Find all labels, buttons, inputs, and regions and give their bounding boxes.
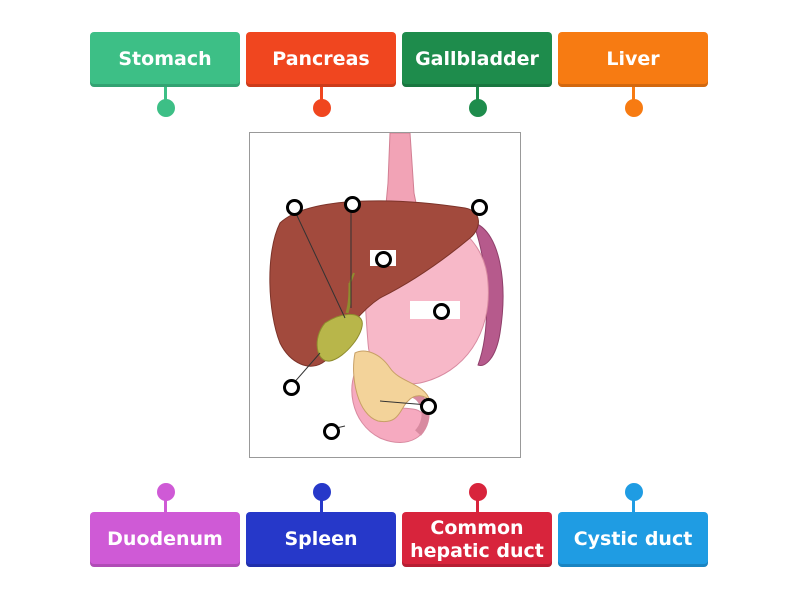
drop-target-hepatic-duct[interactable] [344, 196, 361, 213]
label-text: Stomach [118, 48, 212, 71]
label-cystic-duct[interactable]: Cystic duct [558, 512, 708, 567]
label-pin-dot[interactable] [157, 99, 175, 117]
label-text: Liver [606, 48, 660, 71]
label-stomach[interactable]: Stomach [90, 32, 240, 87]
drop-target-duodenum[interactable] [323, 423, 340, 440]
label-text: Duodenum [107, 528, 223, 551]
drop-target-gallbladder-duct[interactable] [286, 199, 303, 216]
drop-target-spleen[interactable] [471, 199, 488, 216]
label-spleen[interactable]: Spleen [246, 512, 396, 567]
label-common-hepatic-duct[interactable]: Common hepatic duct [402, 512, 552, 567]
label-pin-dot[interactable] [625, 99, 643, 117]
label-stem [164, 499, 167, 513]
label-pin-dot[interactable] [469, 99, 487, 117]
label-stem [476, 499, 479, 513]
digestive-organs-illustration [269, 133, 504, 443]
label-pin-dot[interactable] [313, 483, 331, 501]
label-text: Common hepatic duct [410, 516, 544, 562]
label-text: Spleen [284, 528, 358, 551]
label-stem [632, 87, 635, 101]
label-pin-dot[interactable] [469, 483, 487, 501]
label-liver[interactable]: Liver [558, 32, 708, 87]
organ-diagram [249, 132, 521, 458]
label-text: Pancreas [272, 48, 370, 71]
drop-target-gallbladder[interactable] [283, 379, 300, 396]
label-stem [320, 499, 323, 513]
label-pin-dot[interactable] [625, 483, 643, 501]
label-text: Gallbladder [415, 48, 539, 71]
label-stem [320, 87, 323, 101]
label-stem [476, 87, 479, 101]
label-duodenum[interactable]: Duodenum [90, 512, 240, 567]
label-stem [632, 499, 635, 513]
label-stem [164, 87, 167, 101]
label-pin-dot[interactable] [157, 483, 175, 501]
label-text: Cystic duct [573, 528, 693, 551]
drop-target-pancreas[interactable] [420, 398, 437, 415]
drop-target-liver[interactable] [375, 251, 392, 268]
label-pin-dot[interactable] [313, 99, 331, 117]
label-gallbladder[interactable]: Gallbladder [402, 32, 552, 87]
label-pancreas[interactable]: Pancreas [246, 32, 396, 87]
drop-target-stomach[interactable] [433, 303, 450, 320]
